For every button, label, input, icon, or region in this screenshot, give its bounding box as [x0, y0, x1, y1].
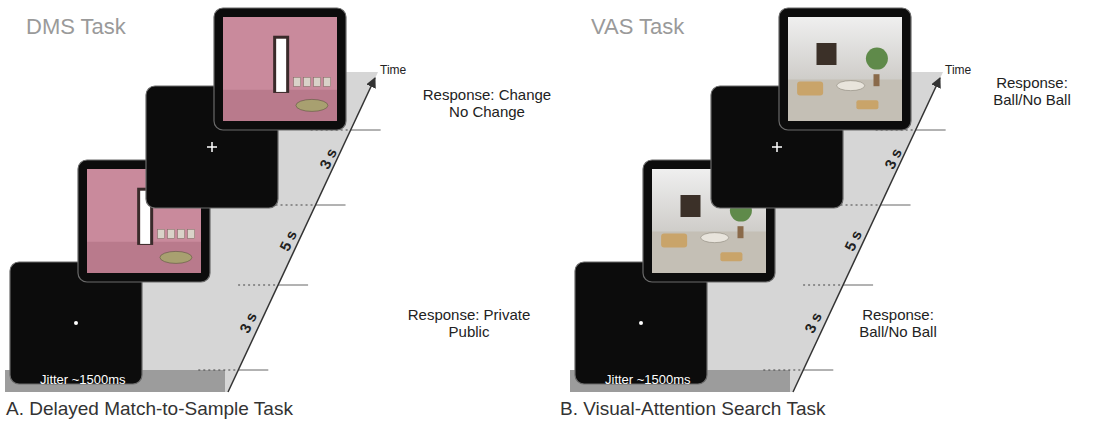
task-panel	[5, 8, 381, 392]
tick-mark	[916, 130, 946, 131]
tick-dotted	[841, 204, 881, 205]
room-picture	[223, 17, 337, 121]
time-axis	[793, 78, 940, 392]
tick-mark	[843, 285, 873, 286]
jitter-label: Jitter ~1500ms	[40, 373, 210, 388]
tick-mark	[316, 205, 346, 206]
response-label: Response: Change No Change	[412, 86, 562, 121]
tick-dotted	[803, 284, 843, 285]
tick-dotted	[763, 369, 803, 370]
response-label: Response: Ball/No Ball	[838, 306, 958, 341]
fixation-dot	[74, 321, 78, 325]
fixation-cross	[772, 142, 782, 152]
room-picture	[788, 17, 902, 121]
response-label: Response: Ball/No Ball	[972, 74, 1092, 109]
time-axis	[228, 78, 375, 392]
timeline-floor	[570, 72, 943, 392]
tick-dotted	[276, 204, 316, 205]
response-label: Response: Private Public	[404, 306, 534, 341]
fixation-cross	[207, 142, 217, 152]
screen-frame	[779, 8, 911, 130]
timeline-floor	[5, 72, 378, 392]
axis-label: Time	[380, 64, 430, 78]
tick-dotted	[198, 369, 238, 370]
tick-mark	[881, 205, 911, 206]
axis-label: Time	[945, 64, 995, 78]
screen-frame	[214, 8, 346, 130]
task-title: VAS Task	[591, 14, 751, 39]
tick-mark	[278, 285, 308, 286]
tick-mark	[803, 370, 833, 371]
screen	[214, 8, 346, 130]
panel-caption: A. Delayed Match-to-Sample Task	[6, 398, 406, 420]
tick-mark	[238, 370, 268, 371]
fixation-dot	[639, 321, 643, 325]
panel-caption: B. Visual-Attention Search Task	[560, 398, 960, 420]
tick-dotted	[238, 284, 278, 285]
jitter-label: Jitter ~1500ms	[605, 373, 775, 388]
task-title: DMS Task	[26, 14, 186, 39]
tick-mark	[351, 130, 381, 131]
screen	[779, 8, 911, 130]
